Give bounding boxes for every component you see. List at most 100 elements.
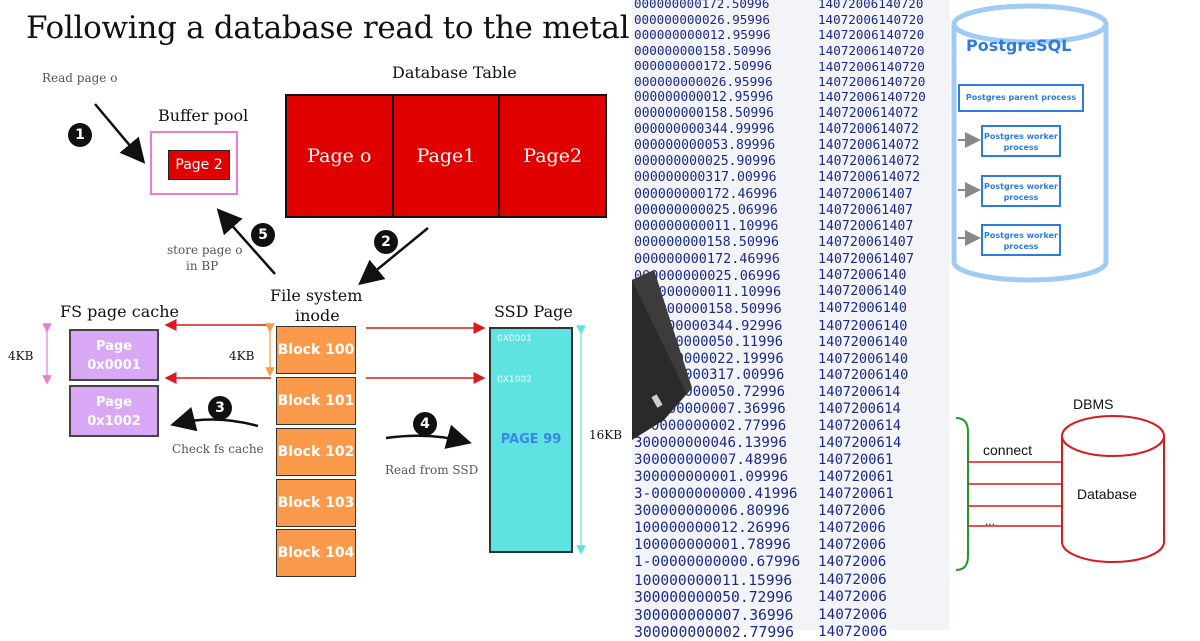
number-column-left-line: 000000000053.89996 (634, 138, 776, 154)
in-bp-label: in BP (186, 259, 219, 273)
fs-page-label: Page (95, 339, 133, 354)
number-column-left-line: 000000000158.50996 (634, 300, 782, 317)
fs-page-id: 0x1002 (87, 414, 141, 429)
step-5-badge: 5 (251, 223, 275, 247)
number-column-right-line: 1407200614072 (818, 106, 919, 122)
postgres-title: PostgreSQL (966, 36, 1072, 55)
arrow-step-2 (358, 227, 429, 286)
fs-page-size-label: 4KB (8, 349, 34, 363)
number-column-right-line: 1407200614 (818, 434, 902, 451)
number-column-right-line: 14072006140 (818, 284, 907, 300)
number-column-right-line: 14072006140 (818, 317, 908, 334)
fs-page-cache-label: FS page cache (60, 302, 179, 321)
number-column-right-line: 14072006 (818, 554, 887, 571)
connect-label: connect (983, 442, 1033, 458)
number-column-right-line: 1407200614 (818, 401, 901, 417)
block-104: Block 104 (276, 529, 356, 577)
number-column-right-line: 14072006 (818, 589, 887, 606)
right-panels: PostgreSQL Postgres parent process Postg… (950, 0, 1200, 630)
number-column-left-line: 000000000012.95996 (634, 27, 771, 43)
worker-label: Postgres worker (984, 182, 1058, 191)
number-column-right-line: 14072006 (818, 520, 886, 536)
number-column-right-line: 14072006 (818, 502, 886, 519)
number-column-left-line: 000000000172.46996 (634, 186, 778, 202)
worker-label: process (1003, 143, 1039, 152)
ssd-page-label: SSD Page (494, 302, 573, 321)
fs-page-id: 0x0001 (87, 358, 141, 373)
number-column-left-line: 300000000007.48996 (634, 451, 788, 468)
number-column-left-line: 300000000007.36996 (634, 606, 794, 624)
postgres-worker-process: Postgres worker process (981, 175, 1061, 207)
number-column-left-line: 000000000026.95996 (634, 74, 773, 90)
number-column-left-line: 300000000046.13996 (634, 434, 787, 451)
ssd-size-label: 16KB (589, 428, 623, 442)
database-label: Database (1077, 486, 1137, 502)
number-column-right-line: 14072006140720 (818, 11, 924, 27)
number-column-right-line: 1407200614072 (818, 138, 920, 154)
number-column-left-line: 000000000158.50996 (634, 235, 780, 251)
number-column-left-line: 000000000344.99996 (634, 122, 775, 138)
worker-label: process (1003, 193, 1039, 202)
block-102: Block 102 (276, 428, 356, 476)
number-column-left-line: 100000000012.26996 (634, 520, 791, 536)
database-table-label: Database Table (392, 63, 517, 82)
buffer-pool-box: Page 2 (150, 131, 238, 195)
number-column-left-line: 000000000026.95996 (634, 11, 770, 27)
postgres-worker-process: Postgres worker process (981, 125, 1061, 157)
number-column-right-line: 1407200614072 (818, 122, 919, 138)
ssd-page: 0X0001 0X1002 PAGE 99 (489, 327, 573, 553)
table-page-1: Page1 (394, 96, 501, 216)
block-101: Block 101 (276, 377, 356, 425)
number-column-right-line: 14072006140 (818, 350, 909, 367)
number-column-right-line: 14072006 (818, 623, 888, 640)
buffer-pool-label: Buffer pool (158, 106, 249, 125)
number-column-right-line: 14072006140720 (818, 0, 924, 11)
number-column-left-line: 300000000050.72996 (634, 589, 793, 607)
number-column-right-line: 14072006140 (818, 300, 907, 316)
number-column-left-line: 1-00000000000.67996 (634, 554, 801, 571)
number-column-right-line: 140720061407 (818, 235, 914, 251)
number-column-left-line: 300000000006.80996 (634, 502, 790, 519)
database-read-diagram: Following a database read to the metal R… (8, 10, 630, 577)
diagram-title: Following a database read to the metal (26, 10, 630, 46)
number-column-right-line: 1407200614072 (818, 170, 921, 186)
number-column-left-line: 000000000012.95996 (634, 90, 774, 106)
arrow-step-3 (170, 407, 259, 432)
more-connections-ellipsis: ... (985, 514, 996, 528)
postgres-parent-process: Postgres parent process (958, 84, 1084, 112)
number-column-left-line: 000000000025.06996 (634, 268, 781, 284)
number-column-left-line: 000000000172.50996 (634, 0, 770, 11)
number-column-right-line: 14072006 (818, 606, 888, 623)
number-column-left-line: 000000000002.77996 (634, 417, 787, 434)
step-3-badge: 3 (208, 396, 232, 420)
number-column-left-line: 000000000172.46996 (634, 251, 780, 267)
number-column-right-line: 140720061407 (818, 218, 914, 234)
number-column-right-line: 140720061 (818, 485, 894, 502)
read-page-label: Read page o (42, 71, 118, 85)
number-column-right-line: 140720061407 (818, 186, 913, 202)
number-column-right-line: 14072006140720 (818, 74, 926, 90)
fs-inode-label-2: inode (295, 306, 340, 325)
worker-label: Postgres worker (984, 132, 1058, 141)
number-column-right-line: 140720061407 (818, 251, 915, 267)
read-from-ssd-label: Read from SSD (385, 463, 479, 477)
number-column-right-line: 14072006 (818, 537, 887, 554)
arrow-step-5 (216, 208, 276, 275)
postgres-worker-process: Postgres worker process (981, 224, 1061, 256)
block-103: Block 103 (276, 479, 356, 527)
number-column-right-line: 14072006 (818, 571, 887, 588)
step-2-badge: 2 (374, 230, 398, 254)
fs-page-label: Page (95, 395, 133, 410)
number-column-left-line: 000000000011.10996 (634, 218, 779, 234)
number-column-right-line: 14072006140 (818, 268, 907, 283)
worker-label: Postgres worker (984, 231, 1058, 240)
database-table: Page o Page1 Page2 (285, 94, 607, 218)
disk-photo-shape (632, 270, 692, 440)
ssd-page-number: PAGE 99 (500, 432, 562, 447)
number-column-right-line: 1407200614 (818, 384, 901, 401)
number-column-left-line: 000000000011.10996 (634, 284, 782, 301)
number-column-left-line: 000000000317.00996 (634, 170, 777, 186)
